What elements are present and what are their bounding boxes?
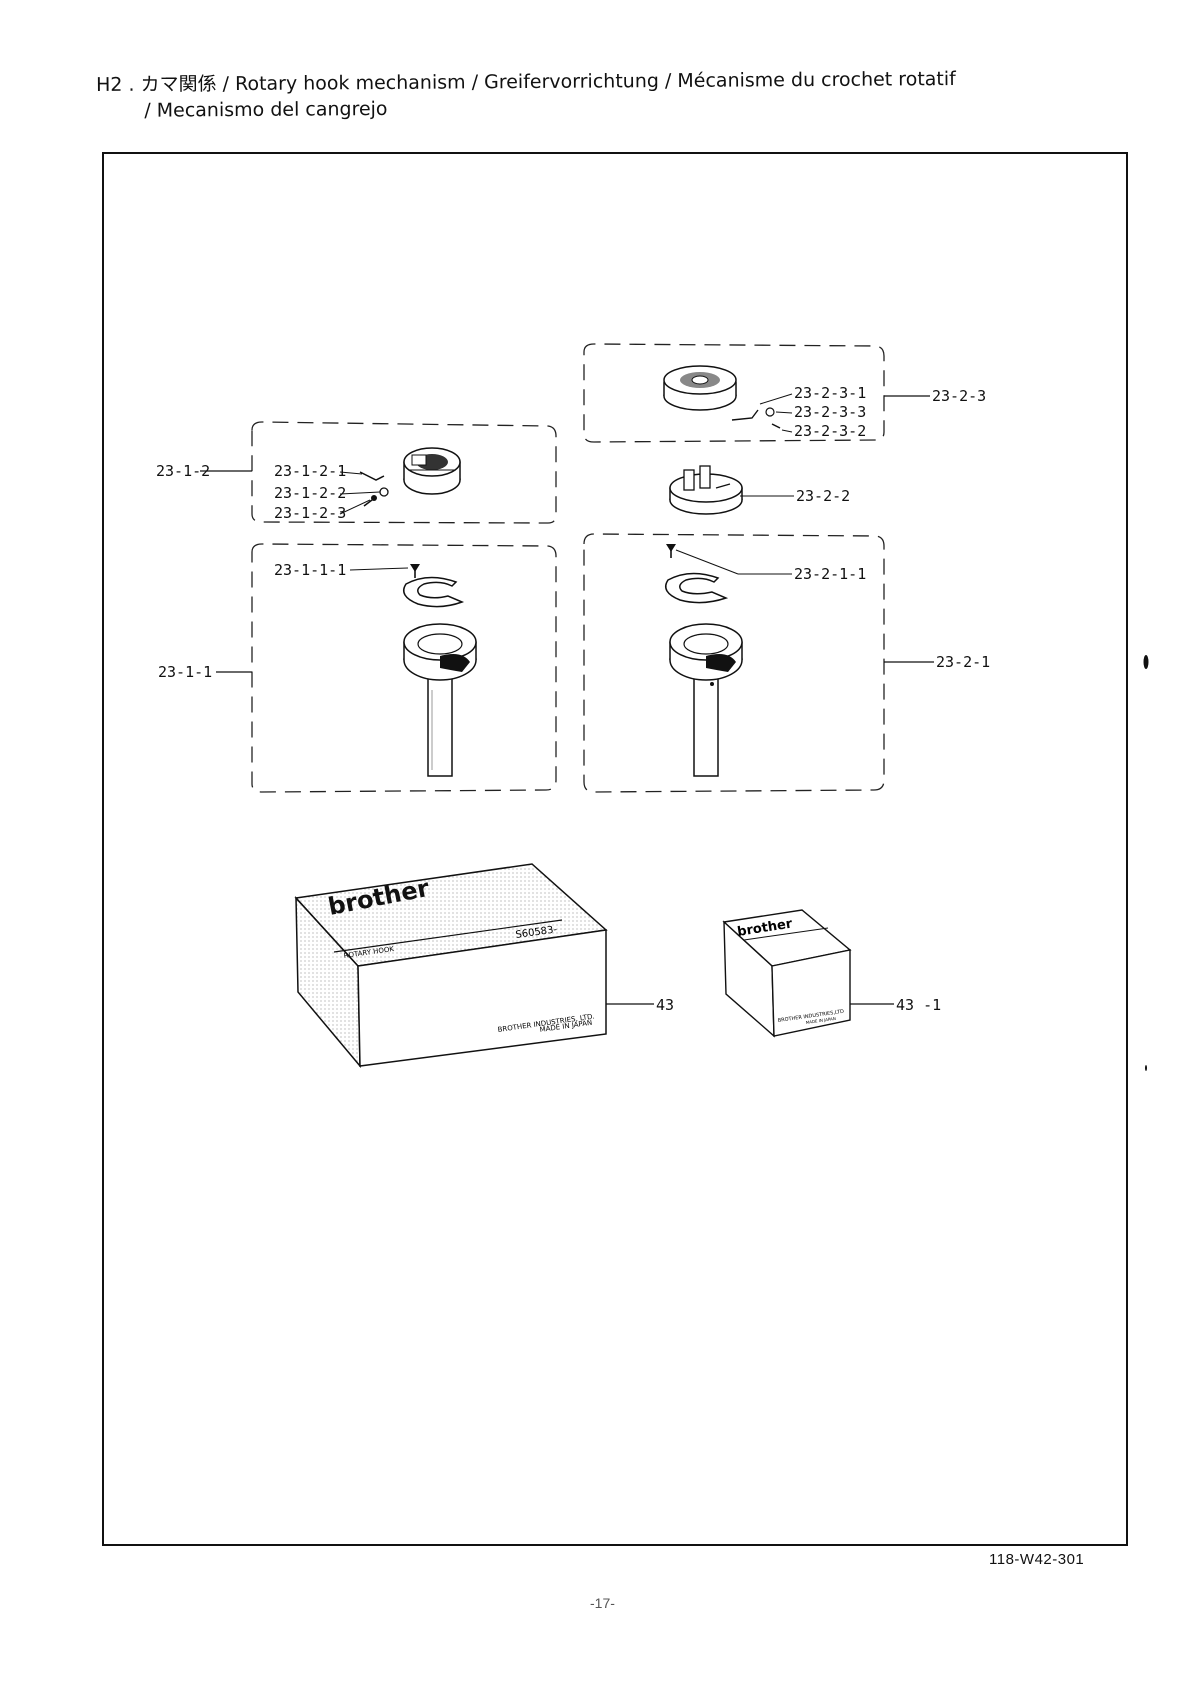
label-43: 43 [656, 996, 674, 1014]
scan-mark [1145, 1065, 1147, 1071]
label-23-2-1-1: 23-2-1-1 [794, 565, 866, 583]
label-23-1-2: 23-1-2 [156, 462, 210, 480]
rotary-hook-package-box [294, 863, 608, 1069]
small-package-box [722, 909, 852, 1038]
small-parts-23-1-2-icon [359, 471, 389, 507]
small-box-origin: MADE IN JAPAN [805, 1016, 836, 1025]
diagram-frame [102, 152, 1128, 1546]
group-23-1-2-box [251, 421, 557, 524]
screw-icon [666, 544, 676, 558]
document-code: 118-W42-301 [989, 1551, 1085, 1568]
page-number: -17- [590, 1595, 615, 1611]
label-23-2-3-3: 23-2-3-3 [794, 403, 866, 421]
bobbin-case-base-icon [669, 465, 743, 515]
retaining-ring-icon [665, 572, 729, 604]
label-23-2-3-1: 23-2-3-1 [794, 384, 866, 402]
label-23-1-2-1: 23-1-2-1 [274, 462, 346, 480]
label-23-2-3-2: 23-2-3-2 [794, 422, 866, 440]
group-23-1-1-box [251, 543, 557, 793]
small-parts-23-2-3-icon [731, 407, 781, 429]
retaining-ring-icon [403, 576, 465, 608]
rotary-hook-shaft-icon [403, 623, 477, 777]
bobbin-case-icon [663, 365, 737, 411]
scan-mark [1143, 655, 1149, 669]
label-23-1-2-3: 23-1-2-3 [274, 504, 346, 522]
label-43-1: 43 -1 [896, 996, 941, 1014]
rotary-hook-shaft-icon [669, 623, 743, 777]
label-23-2-3: 23-2-3 [932, 387, 986, 405]
group-23-2-1-box [583, 533, 885, 793]
label-23-2-1: 23-2-1 [936, 653, 990, 671]
label-23-1-2-2: 23-1-2-2 [274, 484, 346, 502]
label-23-2-2: 23-2-2 [796, 487, 850, 505]
screw-icon [410, 564, 420, 578]
group-23-2-3-box [583, 343, 885, 443]
hook-race-body-icon [403, 447, 461, 495]
label-23-1-1: 23-1-1 [158, 663, 212, 681]
label-23-1-1-1: 23-1-1-1 [274, 561, 346, 579]
